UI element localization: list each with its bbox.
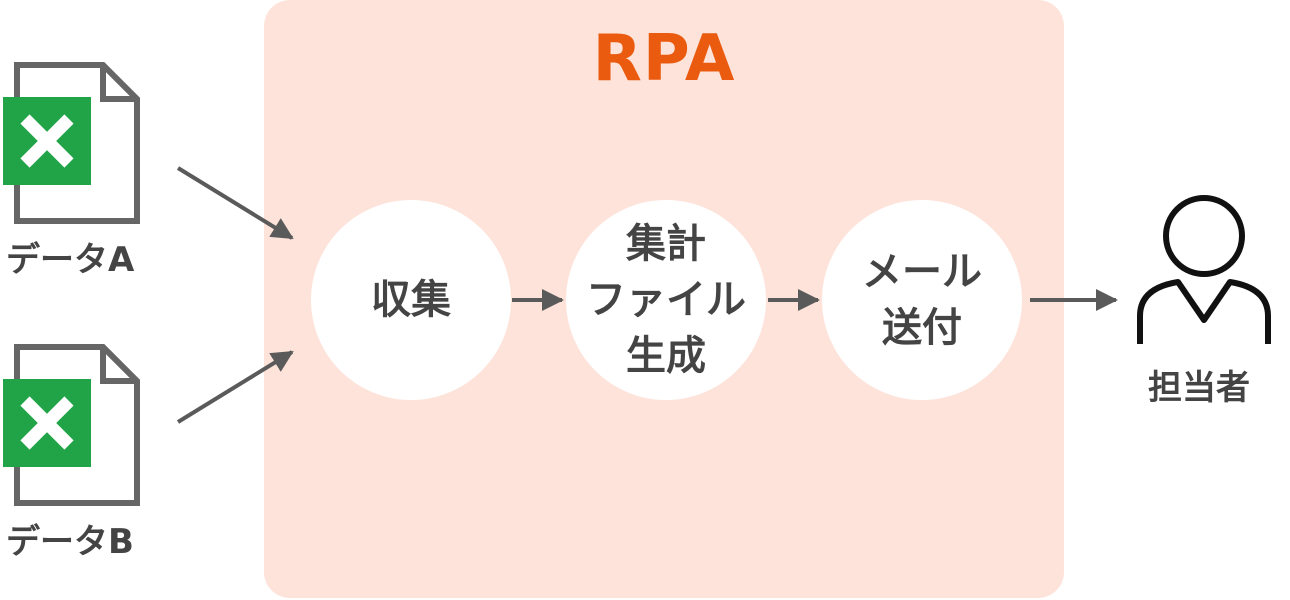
excel-file-icon (3, 344, 140, 506)
arrow-data-b-to-rpa (176, 350, 294, 424)
step-collect: 収集 (311, 200, 511, 400)
step-aggregate-file: 集計 ファイル 生成 (566, 200, 766, 400)
person-label: 担当者 (1148, 368, 1250, 408)
person-icon (1137, 195, 1271, 344)
step-aggregate-file-label: 集計 ファイル 生成 (586, 221, 746, 379)
step-collect-label: 収集 (371, 277, 451, 323)
data-b-label: データB (6, 522, 134, 562)
step-send-mail: メール 送付 (822, 200, 1022, 400)
data-a-label: データA (6, 240, 135, 280)
arrow-data-a-to-rpa (176, 166, 294, 240)
rpa-title: RPA (592, 22, 736, 96)
step-send-mail-label: メール 送付 (862, 249, 982, 351)
excel-file-icon (3, 62, 140, 224)
